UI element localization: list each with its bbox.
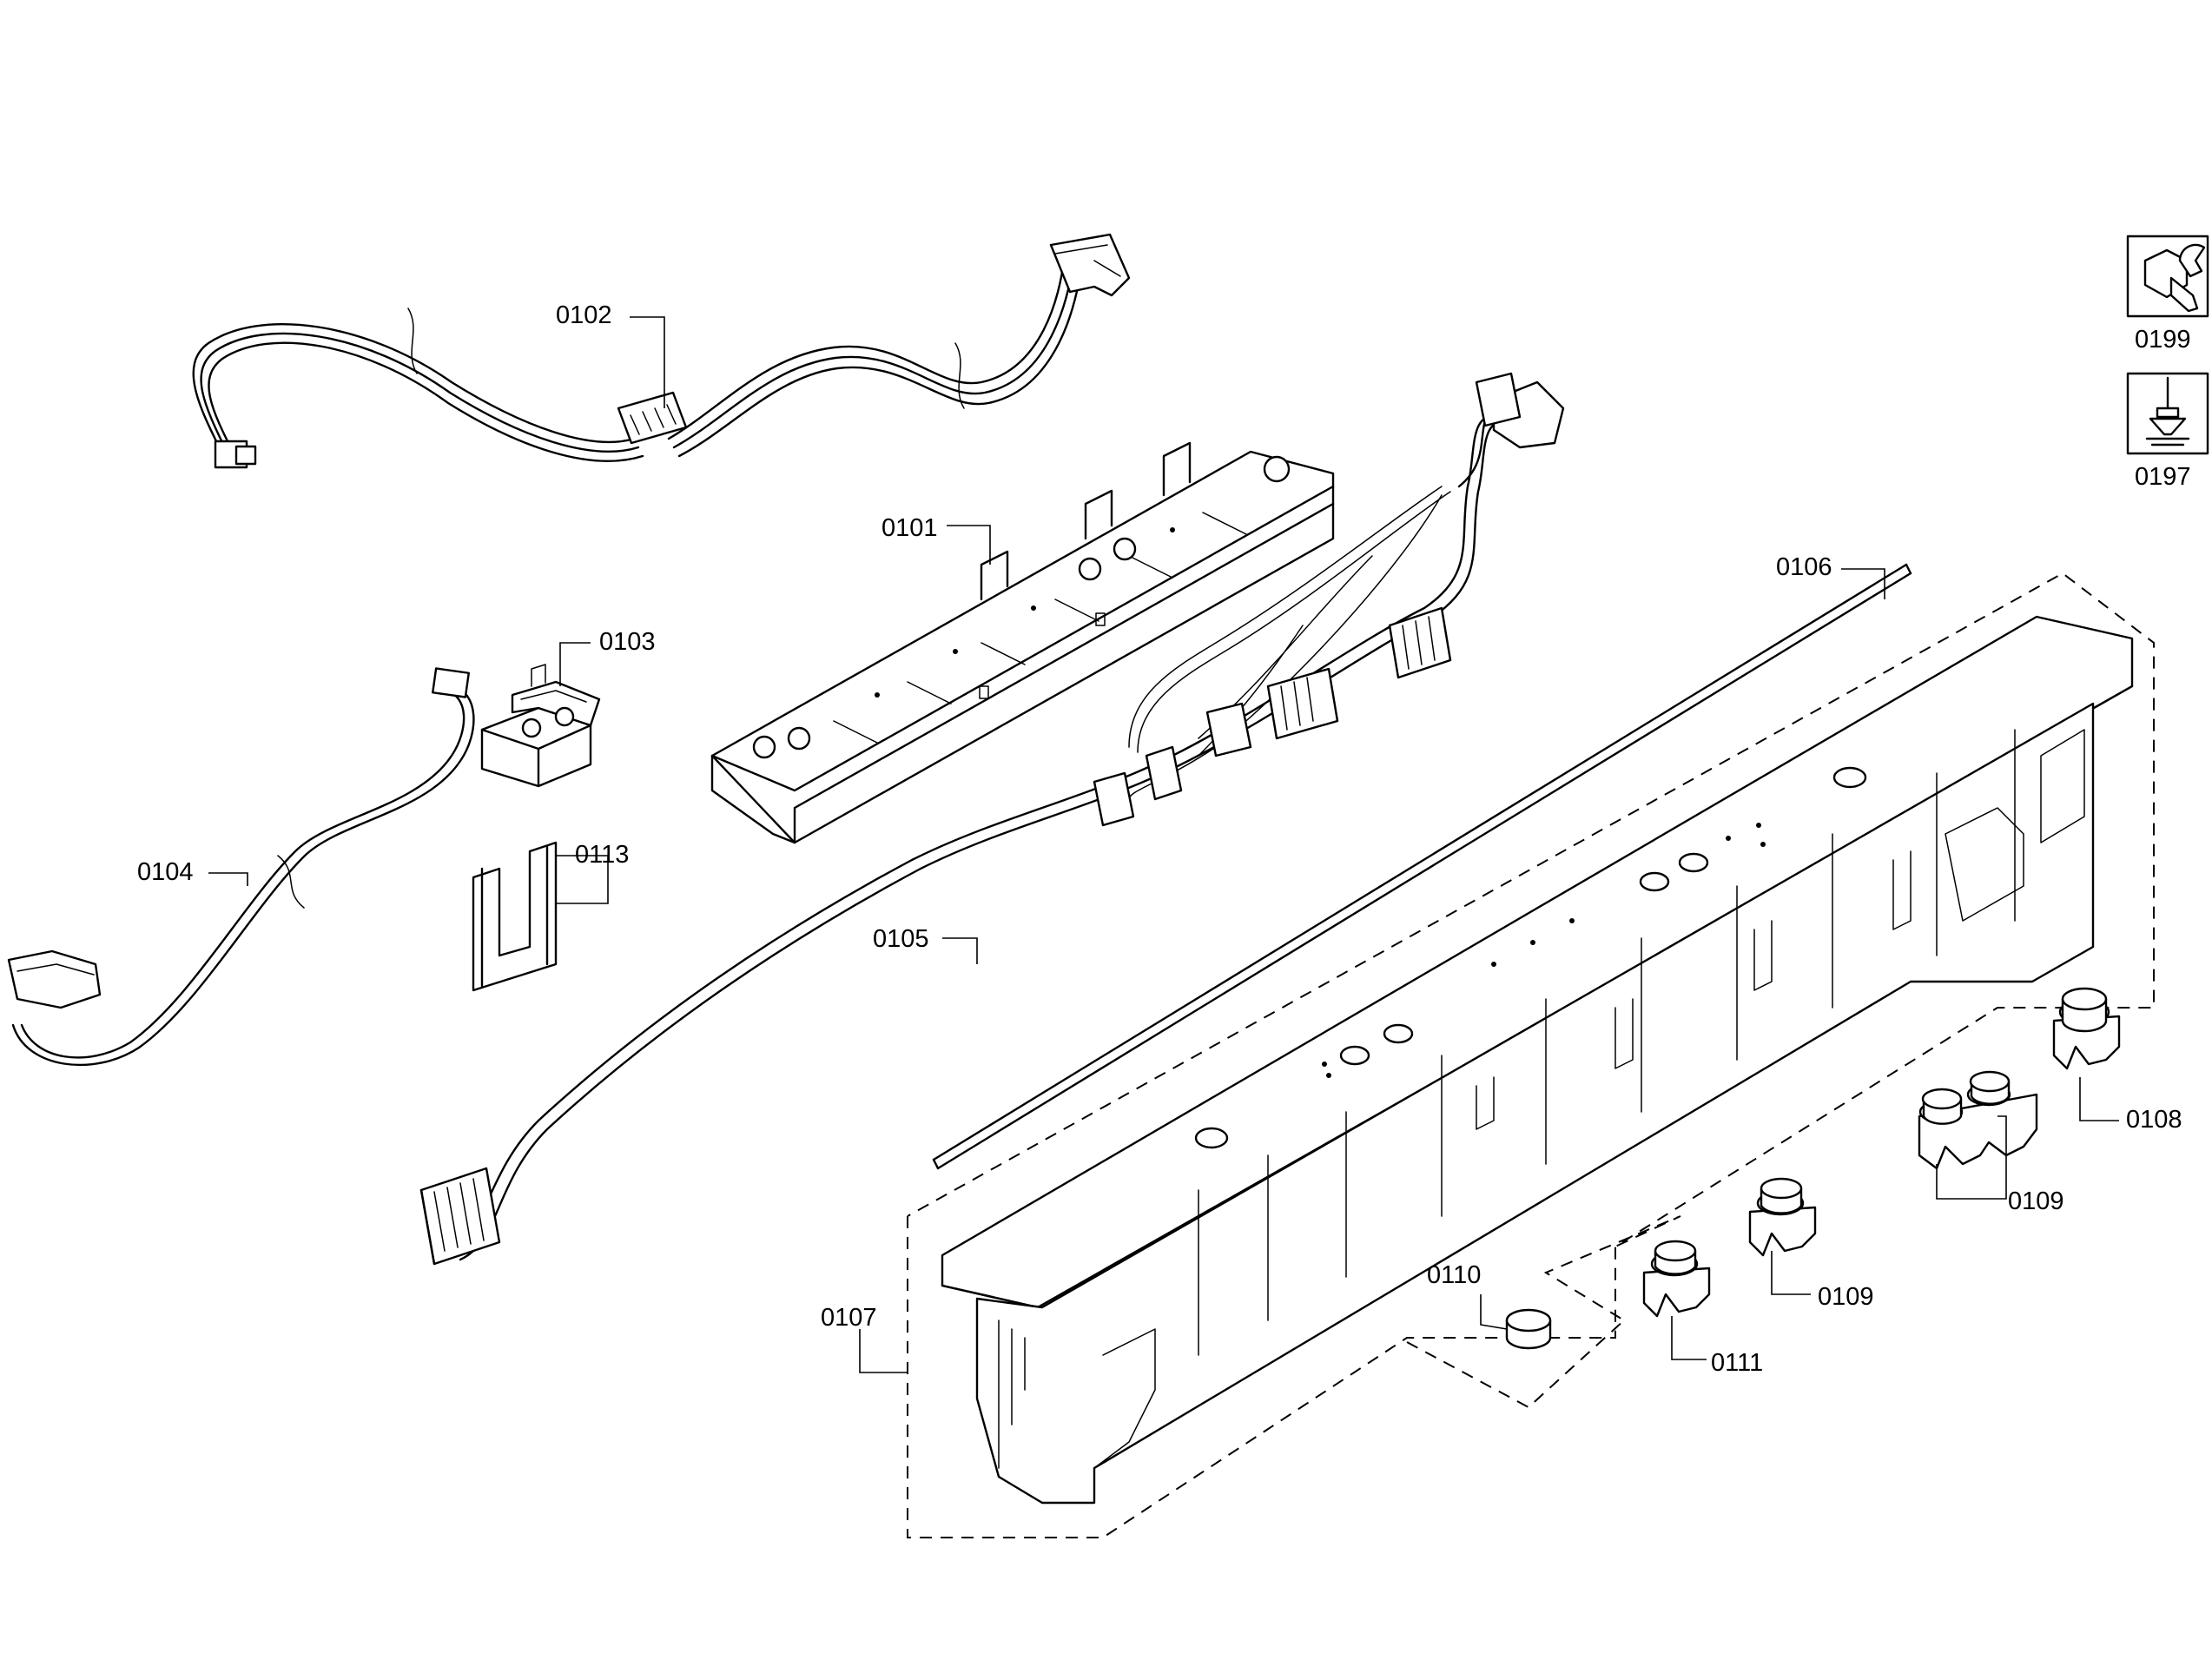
label-0102: 0102 [556, 301, 612, 329]
button-0108 [2052, 987, 2121, 1070]
button-cap-0110 [1505, 1308, 1552, 1350]
label-0101: 0101 [881, 514, 938, 542]
wire-harness-0105 [419, 372, 1565, 1266]
label-0108: 0108 [2126, 1106, 2182, 1134]
shim-0113 [472, 841, 558, 992]
label-0104: 0104 [137, 858, 194, 886]
button-0109-single [1748, 1177, 1817, 1257]
fascia-panel-0107 [907, 572, 2155, 1538]
label-0103: 0103 [599, 628, 656, 656]
label-0107: 0107 [821, 1304, 877, 1332]
label-0110: 0110 [1427, 1261, 1481, 1289]
part-labels: 0102 0101 0103 0104 0113 0105 0106 0107 … [137, 301, 2182, 1377]
button-0111 [1642, 1240, 1711, 1318]
leader-lines [208, 316, 2119, 1373]
switch-0103 [480, 664, 601, 788]
button-0109-double [1918, 1070, 2038, 1170]
label-0109-upper: 0109 [2008, 1187, 2064, 1215]
gasket-strip-0106 [932, 563, 1912, 1170]
wire-harness-0102 [192, 233, 1131, 469]
tool-legend: 0199 0197 [2126, 235, 2209, 491]
label-0105: 0105 [873, 925, 929, 953]
label-0111: 0111 [1711, 1349, 1763, 1377]
button-group-outline [1406, 1215, 1681, 1409]
label-0113: 0113 [575, 841, 629, 869]
control-module-0101 [710, 441, 1335, 844]
label-0109-lower: 0109 [1818, 1283, 1874, 1311]
wrench-nut-icon [2126, 235, 2209, 318]
wire-0104 [7, 667, 475, 1066]
label-0197: 0197 [2135, 463, 2191, 491]
push-buttons [1505, 987, 2121, 1350]
label-0199: 0199 [2135, 326, 2191, 354]
screwdriver-icon [2126, 372, 2209, 455]
label-0106: 0106 [1776, 553, 1832, 581]
